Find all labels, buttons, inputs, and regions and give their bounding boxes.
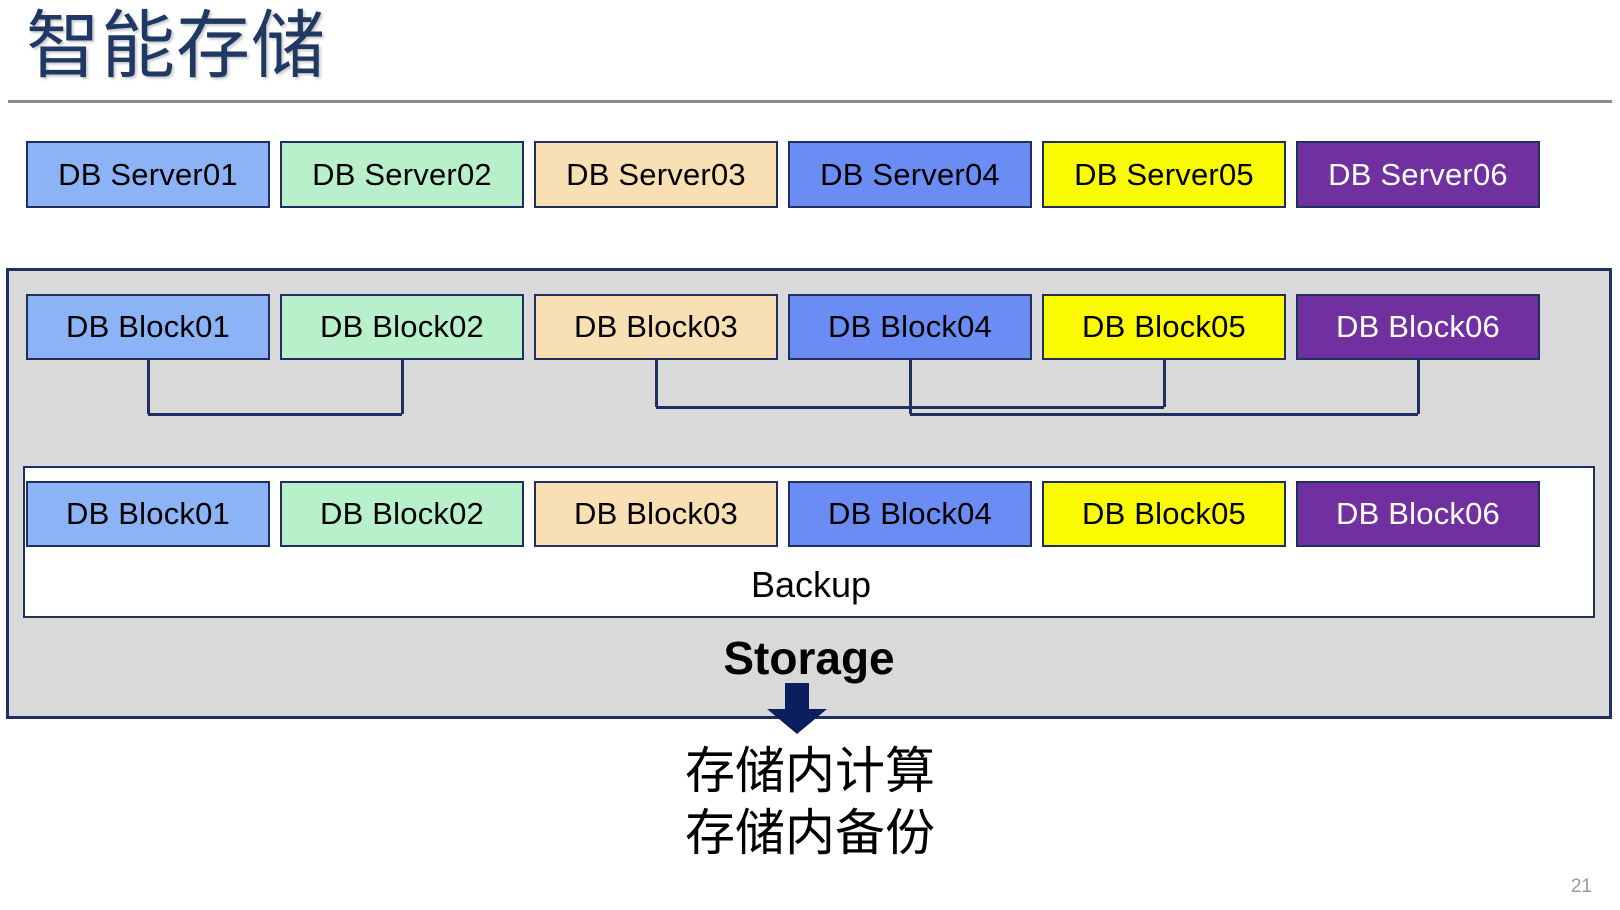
connector-vertical (1416, 360, 1420, 414)
db-block-backup-box-label: DB Block03 (574, 496, 738, 531)
db-block-box-label: DB Block03 (574, 309, 738, 344)
connector-vertical (908, 360, 912, 414)
db-block-backup-box-label: DB Block05 (1082, 496, 1246, 531)
db-block-backup-box-label: DB Block06 (1336, 496, 1500, 531)
page-number: 21 (1570, 876, 1592, 897)
footer-text: 存储内计算 存储内备份 (0, 740, 1620, 864)
db-block-backup-box[interactable]: DB Block02 (280, 481, 524, 547)
db-block-box[interactable]: DB Block06 (1296, 294, 1540, 360)
db-server-box[interactable]: DB Server05 (1042, 141, 1286, 208)
db-server-box[interactable]: DB Server02 (280, 141, 524, 208)
title-divider (8, 100, 1612, 103)
db-block-box-label: DB Block06 (1336, 309, 1500, 344)
db-server-box[interactable]: DB Server01 (26, 141, 270, 208)
db-server-box-label: DB Server03 (566, 156, 746, 192)
down-arrow-icon (766, 683, 828, 735)
backup-panel: DB Block01 DB Block02 DB Block03 DB Block04… (23, 466, 1595, 618)
storage-container: DB Block01 DB Block02 DB Block03 DB Block04… (6, 268, 1612, 734)
db-block-box-label: DB Block02 (320, 309, 484, 344)
connector-vertical (146, 360, 150, 414)
db-server-box-label: DB Server04 (820, 156, 1000, 192)
db-server-box[interactable]: DB Server03 (534, 141, 778, 208)
storage-label: Storage (723, 632, 895, 684)
connector-horizontal (910, 412, 1418, 416)
connector-vertical (654, 360, 658, 407)
db-block-backup-box[interactable]: DB Block04 (788, 481, 1032, 547)
db-block-box[interactable]: DB Block03 (534, 294, 778, 360)
backup-label: Backup (750, 564, 872, 605)
footer-line-2: 存储内备份 (685, 805, 935, 861)
db-block-backup-box[interactable]: DB Block01 (26, 481, 270, 547)
db-server-box-label: DB Server01 (58, 156, 238, 192)
db-block-box-label: DB Block01 (66, 309, 230, 344)
db-server-box-label: DB Server05 (1074, 156, 1254, 192)
db-server-box[interactable]: DB Server06 (1296, 141, 1540, 208)
connector-vertical (400, 360, 404, 414)
connector-vertical (1162, 360, 1166, 407)
db-server-box-label: DB Server06 (1328, 156, 1508, 192)
db-block-backup-box[interactable]: DB Block06 (1296, 481, 1540, 547)
footer-line-1: 存储内计算 (685, 743, 935, 799)
db-block-box[interactable]: DB Block04 (788, 294, 1032, 360)
db-block-box[interactable]: DB Block01 (26, 294, 270, 360)
connector-horizontal (148, 412, 402, 416)
db-block-backup-box[interactable]: DB Block03 (534, 481, 778, 547)
db-block-backup-box-label: DB Block04 (828, 496, 992, 531)
db-block-backup-box[interactable]: DB Block05 (1042, 481, 1286, 547)
page-title: 智能存储 (26, 4, 326, 87)
db-server-box-label: DB Server02 (312, 156, 492, 192)
db-block-box[interactable]: DB Block02 (280, 294, 524, 360)
db-block-box-label: DB Block05 (1082, 309, 1246, 344)
db-block-backup-box-label: DB Block02 (320, 496, 484, 531)
db-server-box[interactable]: DB Server04 (788, 141, 1032, 208)
db-block-box[interactable]: DB Block05 (1042, 294, 1286, 360)
db-block-box-label: DB Block04 (828, 309, 992, 344)
db-block-backup-box-label: DB Block01 (66, 496, 230, 531)
